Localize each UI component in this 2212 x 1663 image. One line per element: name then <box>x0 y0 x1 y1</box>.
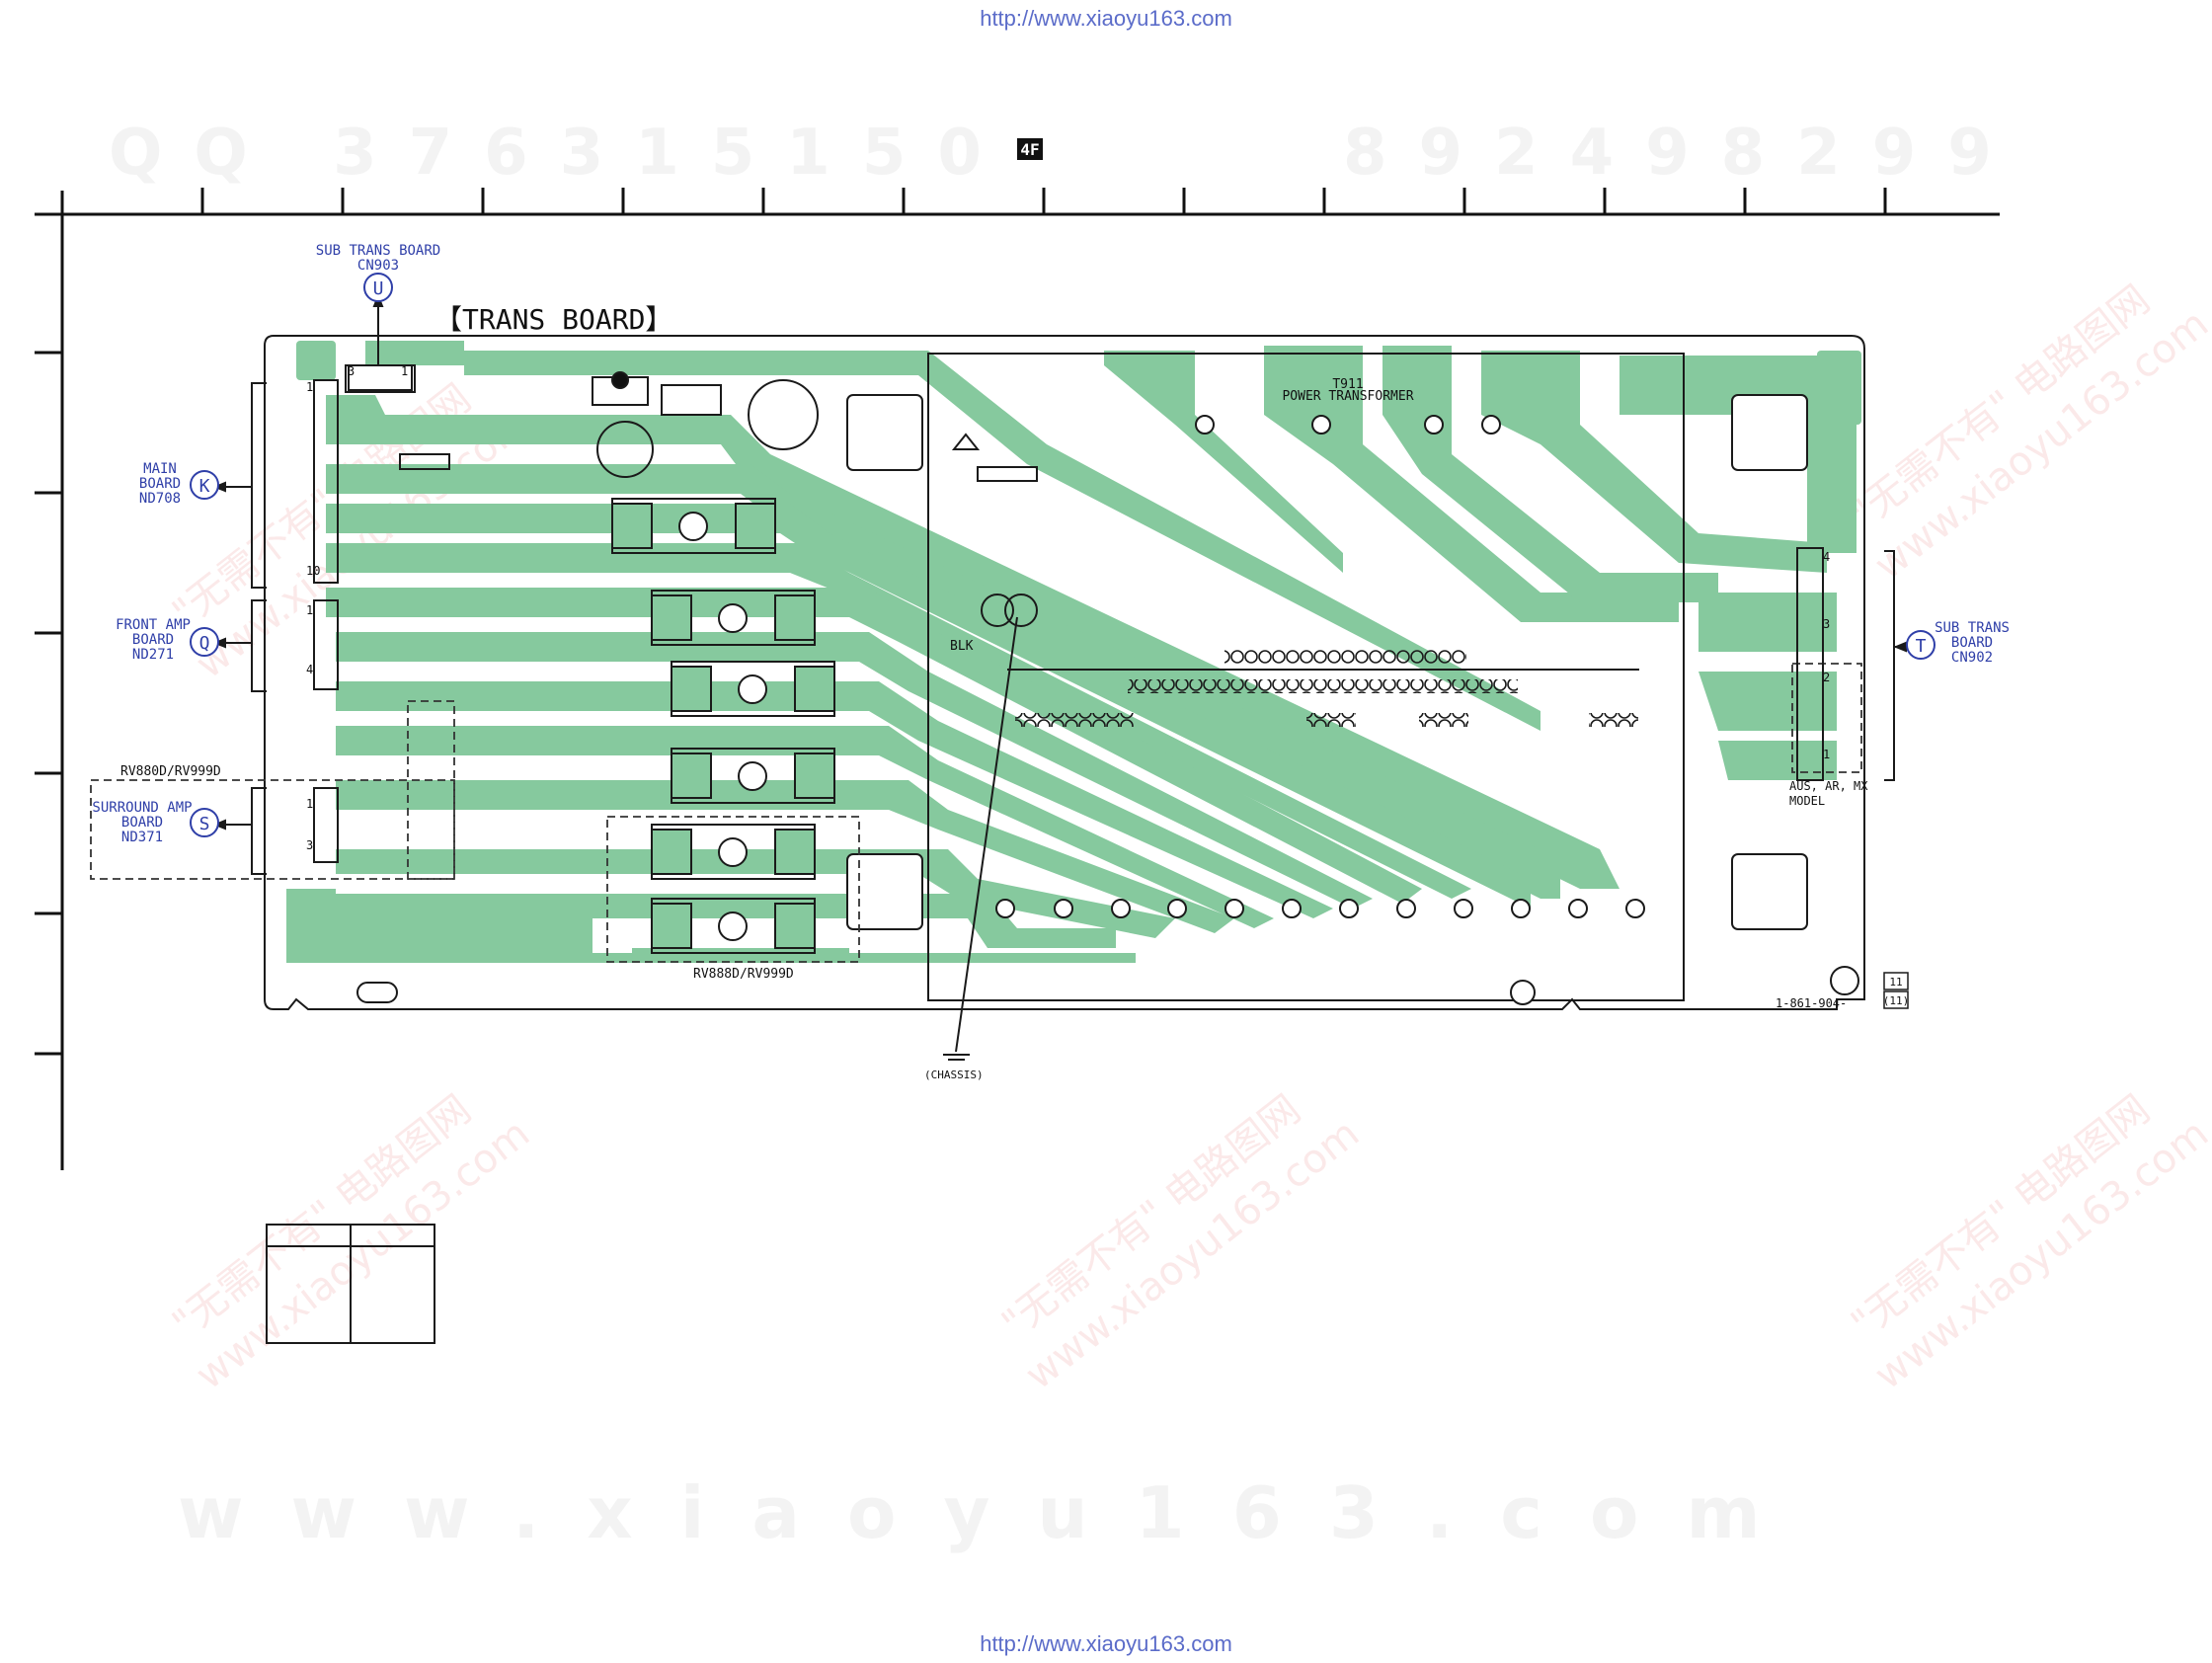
connector-line: BOARD <box>121 815 163 831</box>
connector-line: SURROUND AMP <box>92 800 192 816</box>
chassis-ground-lead <box>943 616 1018 1061</box>
transformer-name: POWER TRANSFORMER <box>1282 389 1413 404</box>
connector-line: BOARD <box>1951 635 1993 651</box>
pin-number: 2 <box>1823 671 1830 684</box>
mounting-holes <box>356 394 1859 1005</box>
connector-letter: T <box>1916 636 1927 657</box>
model-note-2: RV888D/RV999D <box>693 967 794 982</box>
revision-bottom: (11) <box>1883 994 1910 1007</box>
connector-line: SUB TRANS BOARD <box>316 243 440 259</box>
footer-url[interactable]: http://www.xiaoyu163.com <box>980 1631 1232 1656</box>
pin-number: 10 <box>306 564 320 578</box>
legend-table <box>266 1224 435 1344</box>
region-note-2: MODEL <box>1789 794 1825 808</box>
transformer-outline <box>927 353 1685 1001</box>
connector-line: SUB TRANS <box>1935 620 2010 636</box>
connector-line: BOARD <box>139 476 181 492</box>
connector-line: FRONT AMP <box>116 617 191 633</box>
fuse-2 <box>651 590 816 646</box>
pin-number: 1 <box>306 380 313 394</box>
connector-line: ND371 <box>121 830 163 845</box>
board-outline <box>264 335 1865 1010</box>
fuse-holders <box>611 498 835 954</box>
pin-number: 3 <box>1823 617 1830 631</box>
watermark-site: www.xiaoyu163.com <box>178 1471 1808 1554</box>
header-url[interactable]: http://www.xiaoyu163.com <box>980 6 1232 31</box>
fuse-4 <box>671 748 835 804</box>
connector-line: CN903 <box>357 258 399 274</box>
transformer-lugs <box>995 415 1645 918</box>
pin-number: 1 <box>1823 748 1830 761</box>
connector-line: BOARD <box>132 632 174 648</box>
connector-letter: K <box>199 476 210 497</box>
transformer-windings <box>1007 650 1639 727</box>
connector-label-nd271: FRONT AMP BOARD ND271 Q <box>116 617 219 663</box>
chassis-label: (CHASSIS) <box>924 1069 984 1081</box>
fuse-5 <box>651 824 816 880</box>
connector-line: MAIN <box>143 461 177 477</box>
page-mark: 4F <box>1017 138 1043 160</box>
connector-label-nd371: SURROUND AMP BOARD ND371 S <box>92 800 219 845</box>
connector-label-cn903: SUB TRANS BOARD CN903 U <box>316 243 440 302</box>
pin-number: 4 <box>306 663 313 676</box>
connector-headers <box>251 364 1895 875</box>
connector-line: CN902 <box>1951 650 1993 666</box>
region-note-1: AUS, AR, MX <box>1789 779 1868 793</box>
connector-line: ND271 <box>132 647 174 663</box>
watermark-qq: QQ 376315150 <box>109 117 1013 190</box>
option-boxes <box>90 663 1862 963</box>
pin-numbers: 3 1 10 1 1 4 1 3 4 3 2 1 <box>306 364 1830 852</box>
connector-label-cn902: T SUB TRANS BOARD CN902 <box>1906 620 2010 666</box>
pin-number: 1 <box>306 797 313 811</box>
transformer-ref: T911 <box>1332 377 1363 392</box>
pin-number: 1 <box>306 603 313 617</box>
board-number: 1-861-904- <box>1776 996 1847 1010</box>
pin-number: 4 <box>1823 550 1830 564</box>
misc-labels: T911 POWER TRANSFORMER RV880D/RV999D RV8… <box>120 377 1868 1081</box>
pin-number: 3 <box>348 364 355 378</box>
page-mark-text: 4F <box>1020 140 1039 159</box>
grid-frame <box>35 188 2000 1170</box>
connector-label-nd708: MAIN BOARD ND708 K <box>139 461 219 507</box>
connector-letter: Q <box>199 633 210 654</box>
small-components <box>348 364 1038 627</box>
fuse-1 <box>611 498 776 554</box>
connector-line: ND708 <box>139 491 181 507</box>
fuse-6 <box>651 898 816 954</box>
revision-top: 11 <box>1889 976 1902 989</box>
watermark-phone: 892498299 <box>1343 117 2023 190</box>
pin-number: 1 <box>401 364 408 378</box>
pin-number: 3 <box>306 838 313 852</box>
blk-label: BLK <box>950 639 974 654</box>
model-note-1: RV880D/RV999D <box>120 764 221 779</box>
fuse-3 <box>671 661 835 717</box>
revision-box: 11 (11) <box>1883 972 1910 1009</box>
connector-letter: U <box>373 278 384 299</box>
board-title: 【TRANS BOARD】 <box>434 303 672 336</box>
connector-letter: S <box>199 814 210 834</box>
copper-traces <box>286 341 1861 963</box>
